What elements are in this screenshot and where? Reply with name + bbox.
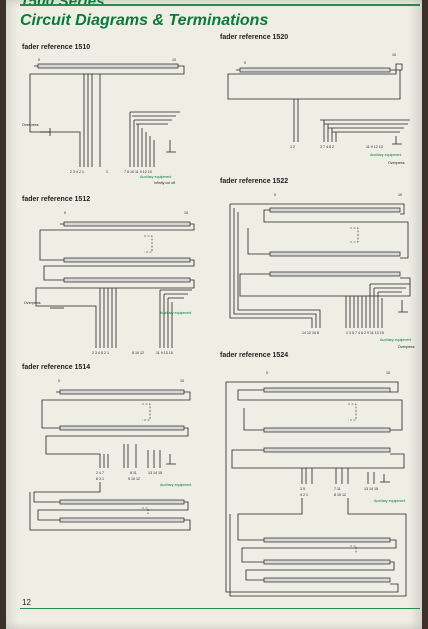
fader-1514-label: fader reference 1514 bbox=[22, 364, 91, 371]
aux-equipment-label: Auxiliary equipment bbox=[380, 338, 411, 342]
end-label-left: 0 bbox=[274, 193, 276, 197]
overpress-label: Overpress bbox=[398, 345, 415, 349]
terminal-numbers: 1 2 bbox=[290, 145, 295, 149]
end-label-right: 10 bbox=[184, 211, 188, 215]
fader-track bbox=[239, 67, 391, 73]
catalogue-page: 1500 Series Circuit Diagrams & Terminati… bbox=[6, 0, 422, 629]
diagram-1522: 0 10 14 12 10 8 1 3 5 7 4 6 2 9 11 13 15… bbox=[229, 193, 415, 349]
end-label-left: 0 bbox=[244, 61, 246, 65]
fader-track bbox=[59, 499, 185, 505]
terminal-numbers: 4 2 1 bbox=[300, 493, 308, 497]
end-label-right: 10 bbox=[386, 371, 390, 375]
aux-equipment-label: Auxiliary equipment bbox=[160, 483, 191, 487]
fader-1524-label: fader reference 1524 bbox=[220, 352, 289, 359]
fader-track bbox=[63, 257, 191, 263]
terminal-numbers: 7 11 bbox=[334, 487, 341, 491]
fader-track bbox=[263, 427, 391, 433]
fader-track bbox=[263, 577, 391, 583]
terminal-numbers: 1 bbox=[106, 170, 108, 174]
terminal-numbers: 6 3 1 bbox=[96, 477, 104, 481]
terminal-numbers: 13 14 15 bbox=[364, 487, 378, 491]
end-label-left: 0 bbox=[266, 371, 268, 375]
fader-track bbox=[263, 447, 391, 453]
terminal-numbers: 2 3 4 2 1 bbox=[70, 170, 84, 174]
terminal-numbers: 11 9 12 10 bbox=[366, 145, 383, 149]
fader-track bbox=[263, 559, 391, 565]
fader-1520-label: fader reference 1520 bbox=[220, 34, 289, 41]
fader-track bbox=[263, 387, 391, 393]
fader-track bbox=[37, 63, 179, 69]
fader-track bbox=[263, 537, 391, 543]
fader-track bbox=[269, 207, 401, 213]
end-label-left: 0 bbox=[38, 58, 40, 62]
aux-equipment-label: Auxiliary equipment bbox=[160, 311, 191, 315]
terminal-numbers: 2 4 7 bbox=[96, 471, 104, 475]
end-label-right: 10 bbox=[398, 193, 402, 197]
terminal-numbers: 3 7 4 8 2 bbox=[320, 145, 334, 149]
fader-track bbox=[59, 517, 185, 523]
overpress-label: Overpress bbox=[22, 123, 39, 127]
diagram-1514: 0 10 2 4 7 8 11 13 14 15 6 3 1 9 10 12 A… bbox=[29, 379, 191, 531]
terminal-numbers: 3 5 bbox=[300, 487, 305, 491]
page-title: Circuit Diagrams & Terminations bbox=[20, 12, 269, 29]
aux-equipment-label: Auxiliary equipment bbox=[370, 153, 401, 157]
diagram-1520: 0 10 1 2 3 7 4 8 2 11 9 12 10 Auxiliary … bbox=[227, 53, 410, 165]
terminal-numbers: 8 10 12 bbox=[334, 493, 346, 497]
terminal-numbers: 13 14 15 bbox=[148, 471, 162, 475]
terminal-numbers: 2 3 4 5 2 1 bbox=[92, 351, 109, 355]
terminal-numbers: 11 9 13 15 bbox=[156, 351, 173, 355]
fader-1510-label: fader reference 1510 bbox=[22, 44, 91, 51]
fader-track bbox=[63, 277, 191, 283]
overpress-label: Overpress bbox=[388, 161, 405, 165]
aux-equipment-label: Auxiliary equipment bbox=[140, 175, 171, 179]
fader-track bbox=[269, 251, 401, 257]
end-label-right: 10 bbox=[180, 379, 184, 383]
infinity-cutoff-label: Infinity cut off bbox=[154, 181, 175, 185]
diagram-1510: 0 10 Overpress 2 3 4 2 1 1 7 8 10 11 9 1… bbox=[22, 58, 185, 185]
fader-track bbox=[59, 425, 185, 431]
page-number: 12 bbox=[22, 598, 31, 607]
header-rule bbox=[20, 4, 420, 6]
terminal-numbers: 14 12 10 8 bbox=[302, 331, 319, 335]
terminal-numbers: 1 3 5 7 4 6 2 9 11 13 15 bbox=[346, 331, 384, 335]
diagram-1512: 0 10 Overpress Auxiliary equipment 2 3 4… bbox=[24, 211, 195, 355]
diagram-1524: 0 10 3 5 7 11 13 14 15 4 2 1 8 10 12 Aux… bbox=[225, 371, 407, 597]
fader-track bbox=[63, 221, 191, 227]
terminal-numbers: 9 10 12 bbox=[128, 477, 140, 481]
end-label-left: 0 bbox=[64, 211, 66, 215]
terminal-numbers: 8 10 12 bbox=[132, 351, 144, 355]
end-label-right: 10 bbox=[392, 53, 396, 57]
terminal-numbers: 8 11 bbox=[130, 471, 137, 475]
fader-track bbox=[269, 271, 401, 277]
footer-rule bbox=[20, 608, 420, 609]
fader-1512-label: fader reference 1512 bbox=[22, 196, 91, 203]
end-label-right: 10 bbox=[172, 58, 176, 62]
end-label-left: 0 bbox=[58, 379, 60, 383]
fader-1522-label: fader reference 1522 bbox=[220, 178, 289, 185]
terminal-numbers: 7 8 10 11 9 12 13 bbox=[124, 170, 152, 174]
aux-equipment-label: Auxiliary equipment bbox=[374, 499, 405, 503]
overpress-label: Overpress bbox=[24, 301, 41, 305]
fader-track bbox=[59, 389, 185, 395]
